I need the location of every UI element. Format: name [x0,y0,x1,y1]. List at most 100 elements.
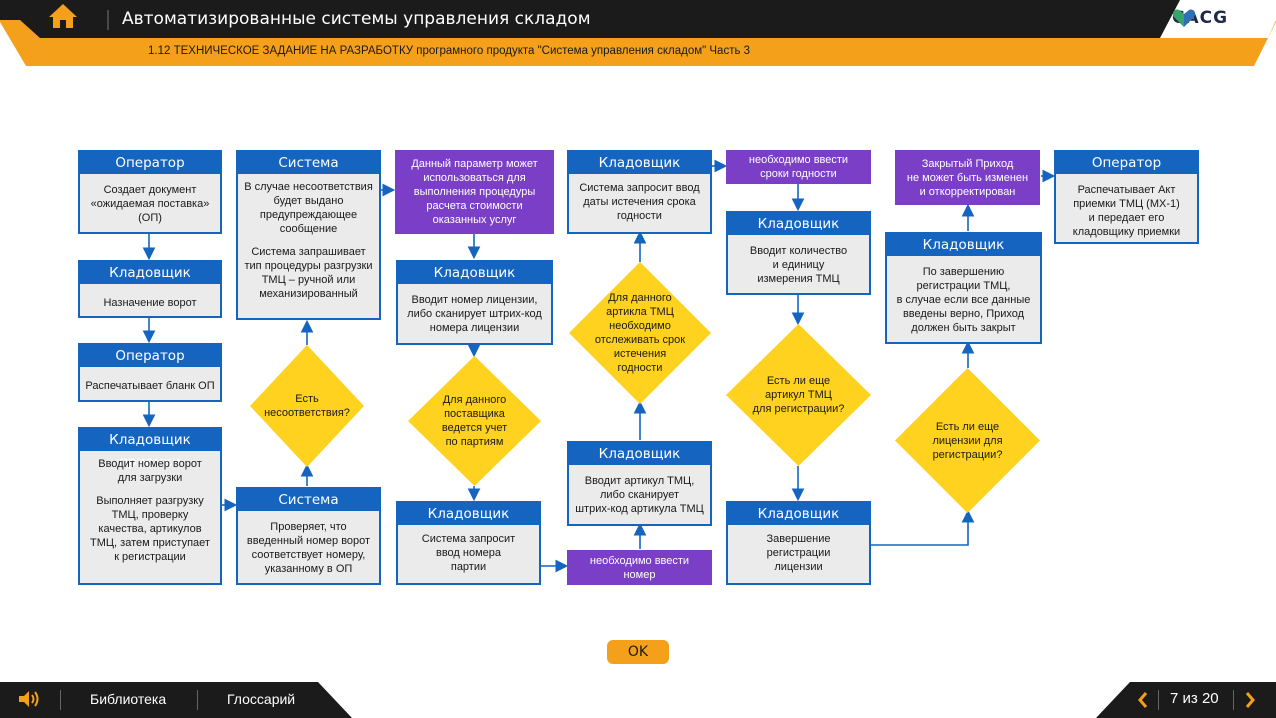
box-text: будет выдано [273,195,344,207]
box-text: приемки ТМЦ (МХ-1) [1073,198,1180,210]
box-text: регистрации ТМЦ, [916,280,1011,292]
box-text: штрих-код артикула ТМЦ [575,503,704,515]
divider [60,690,61,710]
decision-text: ведется учет [441,422,508,434]
decision-text: поставщика [444,408,505,420]
note-enter-expiry: необходимо ввести сроки годности [726,150,871,184]
flow-box-batch-input: Кладовщик Система запросит ввод номера п… [396,501,541,585]
note-text: выполнения процедуры [413,186,536,198]
decision-text: по партиям [445,436,504,448]
flow-box-print-act: Оператор Распечатывает Акт приемки ТМЦ (… [1054,150,1199,244]
box-text: лицензии [774,561,823,573]
app-title: Автоматизированные системы управления ск… [122,9,591,29]
box-text: ввод номера [435,547,502,559]
diamond-shape [408,356,541,486]
breadcrumb: 1.12 ТЕХНИЧЕСКОЕ ЗАДАНИЕ НА РАЗРАБОТКУ п… [148,45,751,57]
decision-text: истечения [613,348,667,360]
box-text: годности [617,210,662,222]
box-text: соответствует номеру, [251,549,366,561]
home-button[interactable] [48,2,98,38]
box-text: введены верно, Приход [902,308,1025,320]
note-text: Данный параметр может [411,158,538,170]
box-text: (ОП) [138,212,162,224]
box-header: Кладовщик приемки [80,429,220,470]
note-closed-receipt: Закрытый Приход не может быть изменен и … [895,150,1040,205]
decision-text: артикла ТМЦ [606,306,674,318]
box-text: сообщение [279,223,338,235]
note-text: Закрытый Приход [921,157,1014,170]
home-icon [49,4,77,28]
box-text: Вводит номер лицензии, [411,294,538,306]
glossary-link[interactable]: Глоссарий [227,691,296,707]
decision-text: артикул ТМЦ [765,389,832,401]
box-header: Оператор [1056,152,1197,174]
decision-text: несоответствия? [264,407,350,419]
flow-box-license-input: Кладовщик Вводит номер лицензии, либо ск… [396,260,553,345]
box-text: указанному в ОП [264,563,353,575]
box-text: В случае несоответствия [244,181,373,193]
box-header: Кладовщик [887,234,1040,256]
diamond-shape [726,324,871,466]
flow-box-quantity-input: Кладовщик Вводит количество и единицу из… [726,211,871,295]
box-header: Система [238,152,379,174]
box-text: в случае если все данные [896,294,1031,306]
flow-box-close-receipt: Кладовщик По завершению регистрации ТМЦ,… [885,232,1042,344]
decision-text: Есть ли еще [766,375,831,387]
box-text: «ожидаемая поставка» [90,198,210,210]
box-text: тип процедуры разгрузки [244,260,373,272]
box-text: измерения ТМЦ [757,273,840,285]
box-text: Вводит номер ворот [98,458,202,470]
box-text: кладовщику приемки [1072,226,1181,238]
box-text: Распечатывает бланк ОП [85,380,215,392]
box-text: Выполняет разгрузку [96,495,204,507]
diamond-shape [895,368,1040,513]
box-text: должен быть закрыт [911,322,1016,334]
decision-batch-tracking: Для данного поставщика ведется учет по п… [408,356,541,486]
bottom-bar-shape [0,682,1276,718]
decision-text: годности [617,362,663,374]
chevron-down-icon[interactable] [0,0,14,10]
decision-text: регистрации? [932,448,1003,461]
box-text: Создает документ [103,184,197,196]
decision-text: Для данного [442,394,507,406]
box-text: Проверяет, что [270,521,347,533]
box-text: Вводит артикул ТМЦ, [584,475,695,487]
page-word: из [1182,690,1198,707]
box-text: механизированный [259,288,358,300]
box-text: предупреждающее [259,209,358,221]
box-text: Распечатывает Акт [1077,184,1176,196]
box-text: Назначение ворот [103,297,197,309]
box-text: партии [450,561,487,573]
flow-box-license-complete: Кладовщик Завершение регистрации лицензи… [726,501,871,585]
box-header: Кладовщик [80,262,220,284]
box-text: Система запросит [421,533,516,545]
box-header: Кладовщик [569,443,710,465]
top-bar-shape [0,0,1276,66]
logo-heart-icon [1172,9,1196,27]
divider [1233,690,1234,710]
chevron-right-icon[interactable] [1243,690,1257,710]
flow-box-assign-gate: Кладовщик Назначение ворот [78,260,222,318]
box-text: либо сканирует штрих-код [407,308,542,320]
box-text: качества, артикулов [98,523,202,535]
logo: CACG [1172,8,1228,28]
box-text: и единицу [772,259,825,271]
diamond-shape [250,345,364,467]
box-header: Система [238,489,379,511]
divider [197,690,198,710]
box-text: Система запрашивает [251,246,366,258]
box-text: введенный номер ворот [246,535,371,547]
ok-button[interactable]: OK [607,640,669,664]
chevron-left-icon[interactable] [1136,690,1150,710]
speaker-icon[interactable] [18,690,40,708]
box-header: Кладовщик [398,262,551,284]
note-text: сроки годности [760,168,837,180]
box-text: номера лицензии [429,322,520,334]
library-link[interactable]: Библиотека [90,691,167,707]
box-header: Кладовщик [728,213,869,235]
box-header: Кладовщик [569,152,710,174]
box-text: даты истечения срока [583,196,696,208]
decision-text: Есть ли еще [935,420,1000,433]
note-text: использоваться для [423,172,526,184]
